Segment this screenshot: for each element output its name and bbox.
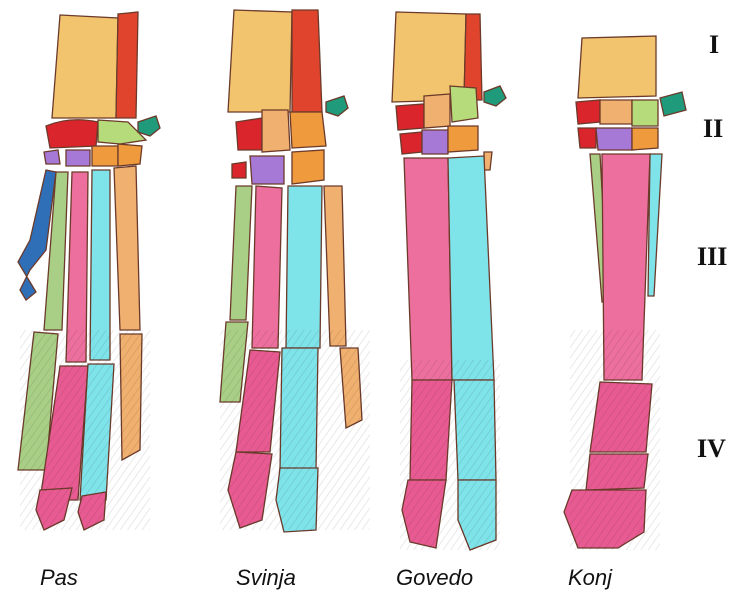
konj-carpal-tan bbox=[600, 100, 632, 124]
svinja-radius bbox=[228, 10, 292, 112]
konj-carpal-red bbox=[576, 100, 600, 124]
svinja-carpal-orange-2 bbox=[292, 150, 324, 184]
pas-carpal-orange-2 bbox=[118, 144, 142, 166]
svinja-skeleton bbox=[220, 10, 370, 532]
svinja-metacarpal-cyan bbox=[286, 186, 322, 348]
species-label-govedo: Govedo bbox=[396, 565, 473, 591]
pas-carpal-purple-2 bbox=[66, 150, 90, 166]
govedo-metacarpal-cyan bbox=[448, 156, 494, 380]
konj-carpal-orange bbox=[632, 128, 658, 150]
svinja-carpal-purple bbox=[250, 156, 284, 184]
govedo-skeleton bbox=[392, 12, 506, 550]
konj-carpal-purple bbox=[596, 128, 632, 150]
govedo-carpal-green bbox=[450, 86, 478, 122]
konj-carpal-red-2 bbox=[578, 128, 596, 148]
pas-accessory-carpal bbox=[138, 116, 160, 136]
pas-ulna bbox=[116, 12, 138, 118]
govedo-carpal-red bbox=[396, 104, 424, 130]
govedo-metacarpal-pink bbox=[404, 158, 452, 380]
konj-radius bbox=[578, 36, 656, 98]
svinja-ulna bbox=[292, 10, 322, 112]
pas-radius bbox=[52, 15, 118, 118]
svinja-metacarpal-pink bbox=[252, 186, 282, 348]
svinja-metacarpal-green bbox=[230, 186, 252, 320]
region-label-iii: III bbox=[697, 242, 727, 272]
govedo-carpal-red-2 bbox=[400, 132, 422, 154]
konj-skeleton bbox=[564, 36, 686, 550]
svinja-carpal-red bbox=[236, 118, 262, 150]
pas-carpal-orange bbox=[92, 146, 118, 166]
svinja-metacarpal-tan bbox=[324, 186, 346, 346]
svinja-carpal-red-small bbox=[232, 162, 246, 178]
pas-carpal-red bbox=[46, 120, 98, 148]
konj-carpal-green bbox=[632, 100, 658, 126]
region-label-ii: II bbox=[703, 114, 723, 144]
species-label-pas: Pas bbox=[40, 565, 78, 591]
govedo-carpal-tan bbox=[424, 94, 450, 128]
region-label-iv: IV bbox=[697, 434, 726, 464]
govedo-splint bbox=[484, 152, 492, 170]
konj-accessory-carpal bbox=[660, 92, 686, 116]
govedo-carpal-orange bbox=[448, 126, 478, 152]
region-label-i: I bbox=[709, 30, 719, 60]
govedo-carpal-purple bbox=[422, 130, 448, 154]
species-label-svinja: Svinja bbox=[236, 565, 296, 591]
svinja-carpal-orange bbox=[290, 112, 326, 148]
pas-metacarpal-tan bbox=[114, 166, 140, 330]
svinja-accessory-carpal bbox=[326, 96, 348, 116]
pas-skeleton bbox=[18, 12, 160, 530]
svinja-carpal-tan bbox=[262, 110, 290, 152]
pas-carpal-purple bbox=[44, 150, 60, 164]
govedo-accessory-carpal bbox=[484, 86, 506, 106]
species-label-konj: Konj bbox=[568, 565, 612, 591]
konj-splint-cyan bbox=[648, 154, 662, 296]
